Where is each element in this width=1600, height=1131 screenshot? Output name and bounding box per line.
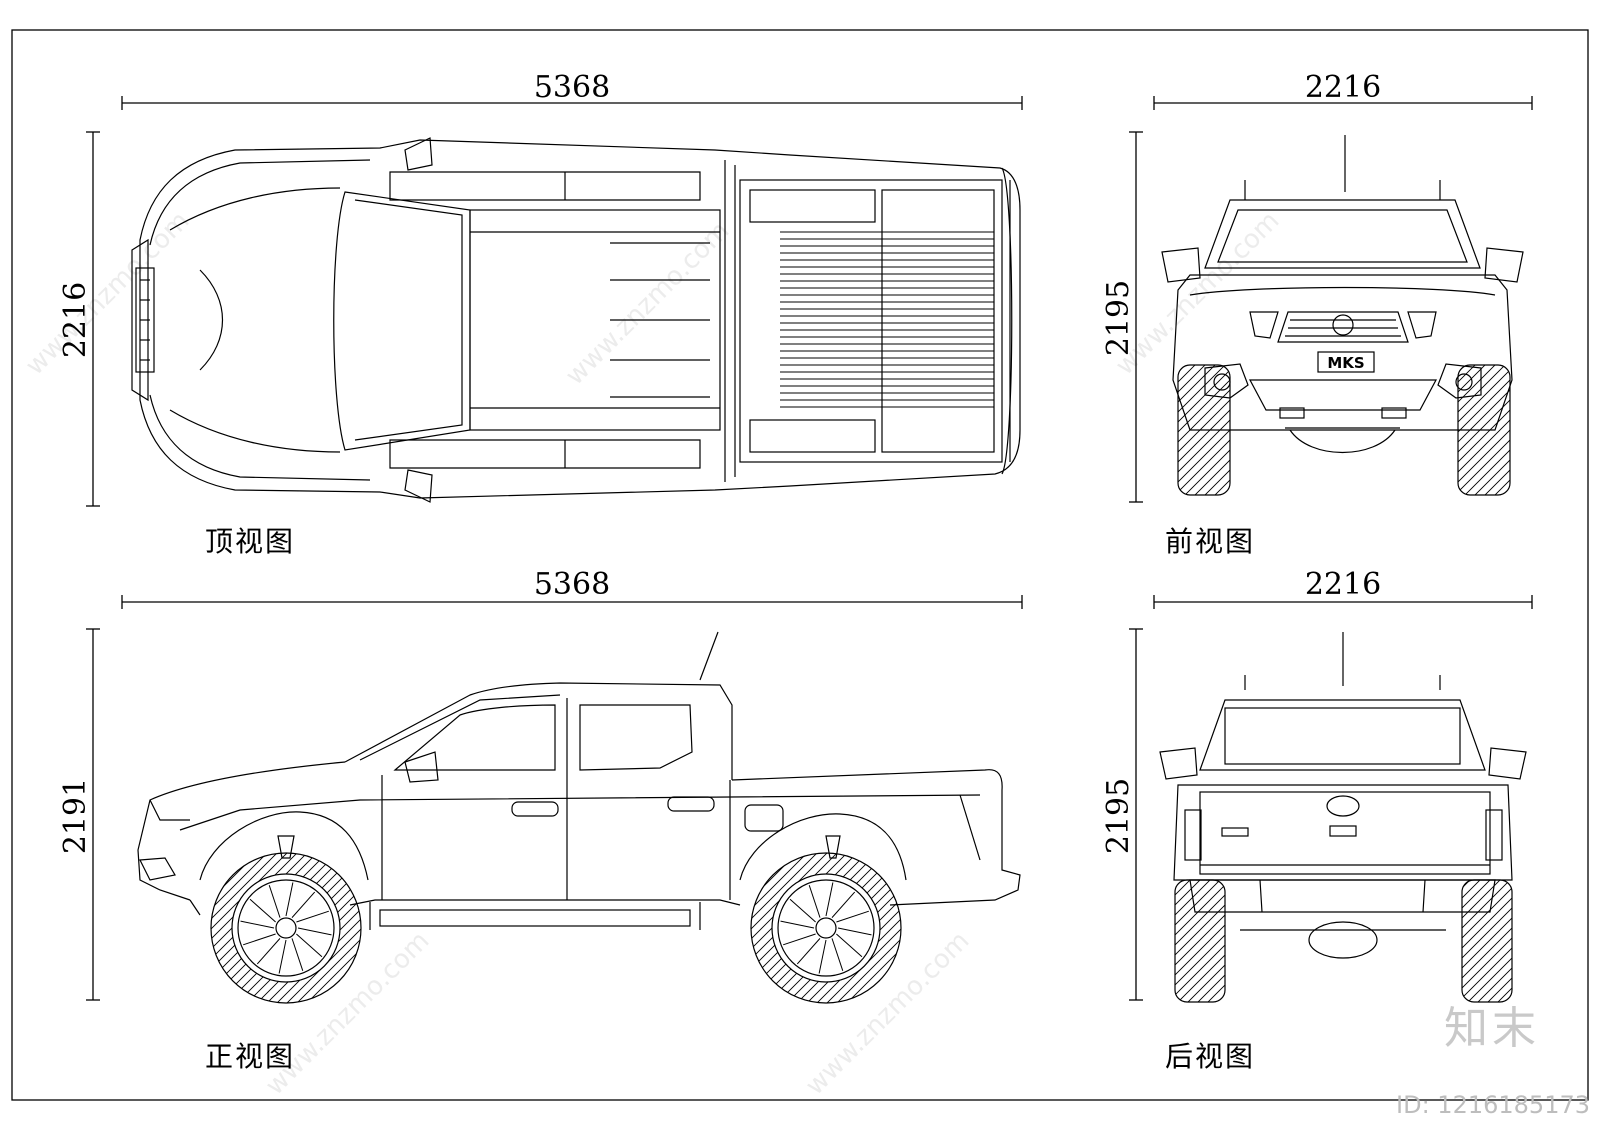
- wheel-spoke: [296, 910, 329, 923]
- wheel-spoke: [291, 938, 304, 971]
- wheel-spoke: [780, 920, 815, 929]
- top-view-label: 顶视图: [205, 525, 296, 558]
- wheel-spoke: [836, 910, 869, 923]
- wheel-spoke: [291, 891, 316, 918]
- rear-view-label: 后视图: [1165, 1040, 1256, 1073]
- dim-side-length: 5368: [534, 567, 610, 602]
- dim-top-length: 5368: [534, 70, 610, 105]
- dim-front-width: 2216: [1305, 70, 1381, 105]
- dim-front-height: 2195: [1101, 280, 1136, 356]
- side-view-spokes: [240, 882, 872, 974]
- wheel-spoke: [278, 939, 287, 974]
- wheel-spoke: [831, 938, 844, 971]
- wheel-spoke: [297, 927, 332, 936]
- side-view-label: 正视图: [205, 1040, 296, 1073]
- dimension-lines: [86, 96, 1533, 1001]
- dim-side-height: 2191: [58, 778, 93, 854]
- sheet-border: [11, 29, 1589, 1101]
- rear-view-left-tyre: [1174, 879, 1226, 1003]
- front-view-right-tyre: [1457, 364, 1511, 496]
- dim-top-width: 2216: [58, 282, 93, 358]
- rear-view-right-tyre: [1461, 879, 1513, 1003]
- front-view-label: 前视图: [1165, 525, 1256, 558]
- watermark-logo: 知末: [1444, 1003, 1540, 1054]
- wheel-spoke: [818, 939, 827, 974]
- wheel-spoke: [789, 898, 816, 923]
- wheel-spoke: [796, 938, 821, 965]
- wheel-spoke: [243, 933, 276, 946]
- wheel-spoke: [285, 882, 294, 917]
- wheel-spoke: [825, 882, 834, 917]
- wheel-spoke: [296, 933, 323, 958]
- front-plate-badge: MKS: [1327, 354, 1364, 372]
- dim-rear-width: 2216: [1305, 567, 1381, 602]
- wheel-spoke: [268, 885, 281, 918]
- wheel-spoke: [240, 920, 275, 929]
- top-view-bed-slats: [780, 231, 994, 408]
- watermark-id: ID: 1216185173: [1396, 1091, 1590, 1119]
- side-view-wheels: [210, 835, 902, 1004]
- wheel-spoke: [836, 933, 863, 958]
- wheel-spoke: [831, 891, 856, 918]
- dim-rear-height: 2195: [1101, 778, 1136, 854]
- front-view-left-tyre: [1177, 364, 1231, 496]
- top-view-drawing: [131, 137, 1021, 503]
- front-view-drawing: [1161, 135, 1524, 454]
- wheel-spoke: [837, 927, 872, 936]
- wheel-spoke: [256, 938, 281, 965]
- wheel-spoke: [783, 933, 816, 946]
- wheel-spoke: [808, 885, 821, 918]
- wheel-spoke: [249, 898, 276, 923]
- side-view-drawing: [137, 631, 1021, 930]
